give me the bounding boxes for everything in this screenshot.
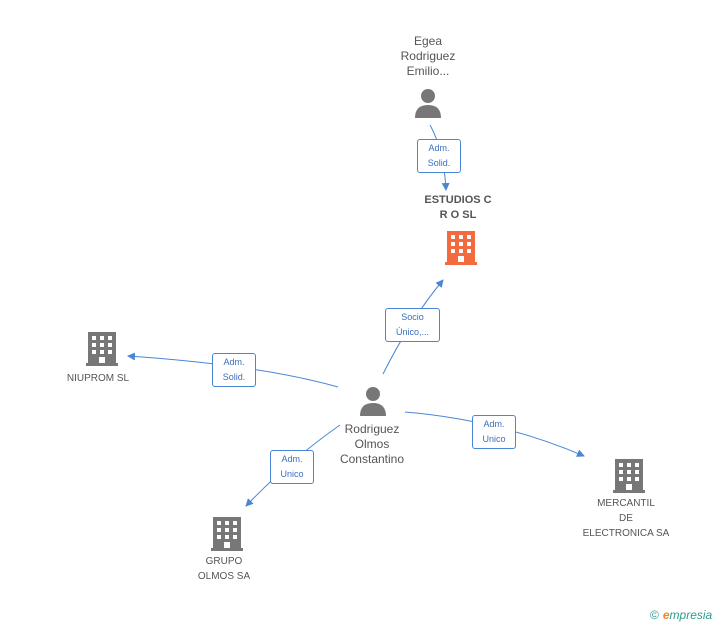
brand-rest: mpresia xyxy=(669,608,713,622)
node-label-mercantil[interactable]: MERCANTIL DE ELECTRONICA SA xyxy=(582,498,670,539)
person-icon[interactable] xyxy=(359,386,387,416)
empresia-logo: ©empresia xyxy=(650,608,712,622)
node-label-rodriguez[interactable]: Rodriguez Olmos Constantino xyxy=(339,422,405,466)
node-label-niuprom[interactable]: NIUPROM SL xyxy=(66,373,130,384)
node-label-egea[interactable]: Egea Rodriguez Emilio... xyxy=(400,34,456,78)
building-icon[interactable] xyxy=(86,330,118,366)
node-label-grupo[interactable]: GRUPO OLMOS SA xyxy=(197,556,251,582)
building-icon[interactable] xyxy=(613,457,645,493)
edge-label-rodriguez-niuprom: Adm. Solid. xyxy=(212,353,256,387)
brand-e: e xyxy=(662,608,670,622)
edge-label-rodriguez-grupo: Adm. Unico xyxy=(270,450,314,484)
building-icon[interactable] xyxy=(445,229,477,265)
node-label-estudios[interactable]: ESTUDIOS C R O SL xyxy=(424,194,492,221)
edge-label-rodriguez-estudios: Socio Único,... xyxy=(385,308,440,342)
building-icon[interactable] xyxy=(211,515,243,551)
person-icon[interactable] xyxy=(414,88,442,118)
copyright-symbol: © xyxy=(650,608,659,622)
edge-label-egea-estudios: Adm. Solid. xyxy=(417,139,461,173)
edge-label-rodriguez-mercantil: Adm. Unico xyxy=(472,415,516,449)
